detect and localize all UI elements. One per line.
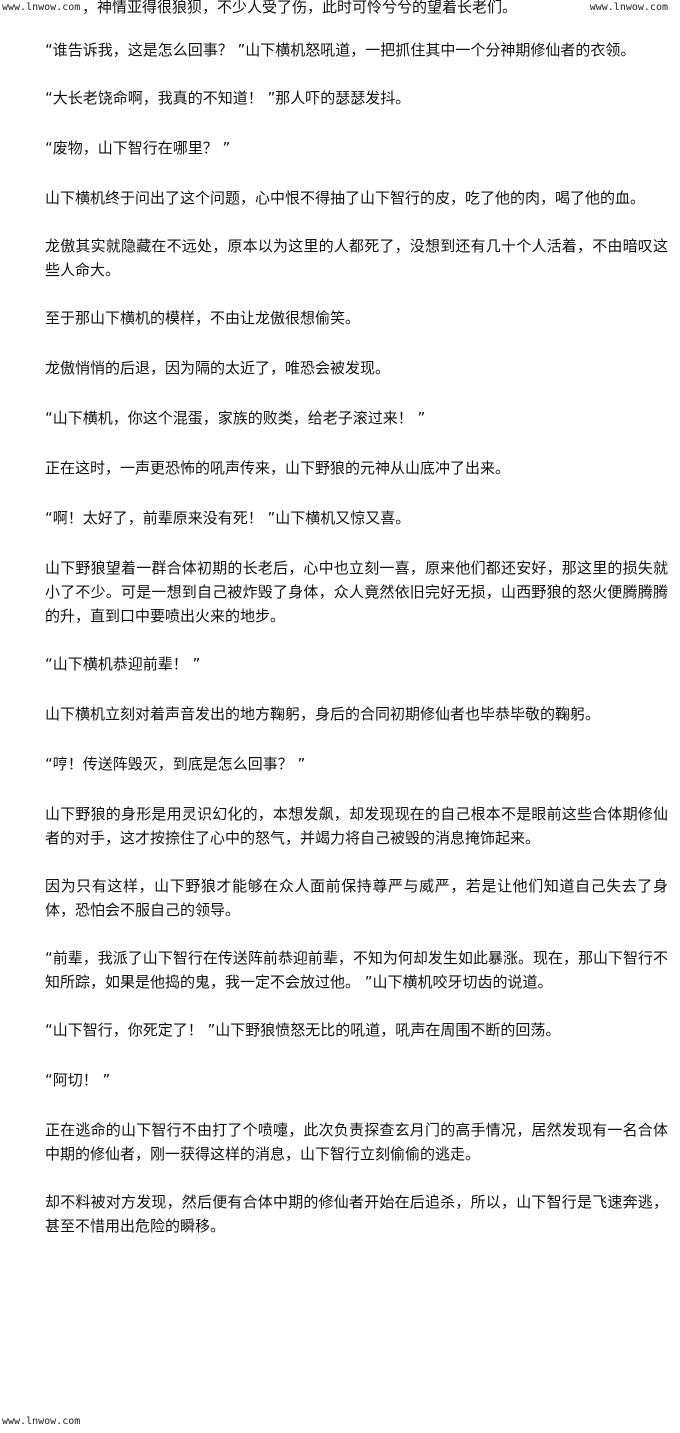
- paragraph: 因为只有这样，山下野狼才能够在众人面前保持尊严与威严，若是让他们知道自己失去了身…: [45, 877, 668, 919]
- paragraph: “山下智行，你死定了！ ”山下野狼愤怒无比的吼道，吼声在周围不断的回荡。: [45, 1021, 561, 1039]
- paragraph: “大长老饶命啊，我真的不知道！ ”那人吓的瑟瑟发抖。: [45, 89, 411, 107]
- paragraph: 至于那山下横机的模样，不由让龙傲很想偷笑。: [45, 309, 361, 327]
- paragraph: “阿切！ ”: [45, 1071, 111, 1089]
- paragraph: “山下横机恭迎前辈！ ”: [45, 655, 201, 673]
- paragraph: 龙傲其实就隐藏在不远处，原本以为这里的人都死了，没想到还有几十个人活着，不由暗叹…: [45, 237, 668, 279]
- paragraph: 正在这时，一声更恐怖的吼声传来，山下野狼的元神从山底冲了出来。: [45, 459, 511, 477]
- paragraph: 山下横机立刻对着声音发出的地方鞠躬，身后的合同初期修仙者也毕恭毕敬的鞠躬。: [45, 705, 601, 723]
- paragraph: “废物，山下智行在哪里？ ”: [45, 139, 231, 157]
- paragraph: “哼！传送阵毁灭，到底是怎么回事？ ”: [45, 755, 306, 773]
- paragraph: “前辈，我派了山下智行在传送阵前恭迎前辈，不知为何却发生如此暴涨。现在，那山下智…: [45, 949, 668, 991]
- paragraph: “山下横机，你这个混蛋，家族的败类，给老子滚过来！ ”: [45, 409, 426, 427]
- top-text-fragment: ，神情亚得很狼狈，不少人受了伤，此时可怜兮兮的望着长老们。: [82, 0, 518, 16]
- paragraph: “谁告诉我，这是怎么回事？ ”山下横机怒吼道，一把抓住其中一个分神期修仙者的衣领…: [45, 41, 636, 59]
- paragraph: 山下野狼望着一群合体初期的长老后，心中也立刻一喜，原来他们都还安好，那这里的损失…: [45, 559, 668, 625]
- watermark-bottom-left: www.lnwow.com: [2, 1416, 81, 1427]
- paragraph: “啊！太好了，前辈原来没有死！ ”山下横机又惊又喜。: [45, 509, 411, 527]
- paragraph: 山下横机终于问出了这个问题，心中恨不得抽了山下智行的皮，吃了他的肉，喝了他的血。: [45, 189, 646, 207]
- watermark-top-right: www.lnwow.com: [589, 2, 668, 13]
- watermark-top-left: www.lnwow.com: [2, 2, 81, 13]
- paragraph: 却不料被对方发现，然后便有合体中期的修仙者开始在后追杀，所以，山下智行是飞速奔逃…: [45, 1193, 668, 1235]
- paragraph: 山下野狼的身形是用灵识幻化的，本想发飙，却发现现在的自己根本不是眼前这些合体期修…: [45, 805, 668, 847]
- paragraph: 龙傲悄悄的后退，因为隔的太近了，唯恐会被发现。: [45, 359, 391, 377]
- article-body: “谁告诉我，这是怎么回事？ ”山下横机怒吼道，一把抓住其中一个分神期修仙者的衣领…: [0, 38, 680, 1262]
- paragraph: 正在逃命的山下智行不由打了个喷嚏，此次负责探查玄月门的高手情况，居然发现有一名合…: [45, 1121, 668, 1163]
